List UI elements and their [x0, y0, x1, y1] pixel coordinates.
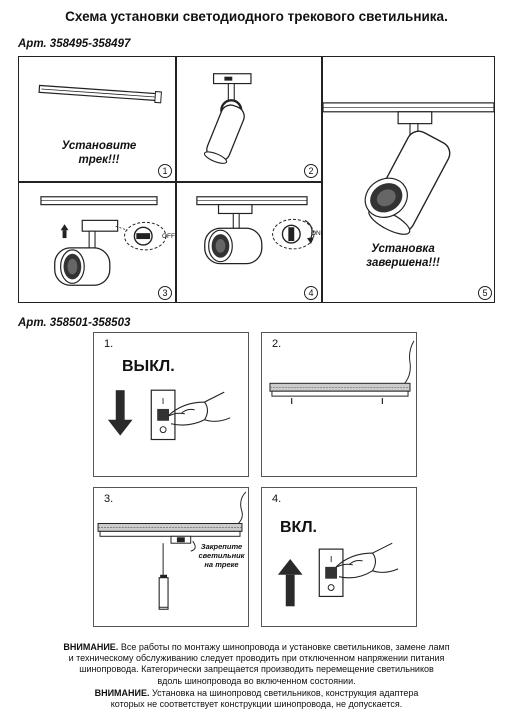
box-3-fix-luminaire: 3. Закрепите светильник на треке	[93, 487, 249, 627]
step-4-panel: ON 4	[176, 182, 322, 303]
svg-text:I: I	[162, 397, 164, 406]
off-position-illustration	[40, 196, 167, 286]
step-5-number: 5	[478, 286, 492, 300]
step-2-panel: 2	[176, 56, 322, 182]
off-switch-label: ВЫКЛ.	[122, 358, 175, 375]
adapter-illustration	[203, 73, 252, 164]
switch-on-illustration: I	[277, 542, 399, 607]
step-2-number: 2	[304, 164, 318, 178]
box-2-number: 2.	[272, 338, 282, 350]
fix-luminaire-note: Закрепите светильник на треке	[198, 542, 245, 569]
on-switch-label: ВКЛ.	[280, 519, 317, 536]
step-1-panel: Установите трек!!! 1	[18, 56, 176, 182]
box-2-track-mount: 2.	[261, 332, 417, 477]
warning-1: ВНИМАНИЕ. Все работы по монтажу шинопров…	[63, 642, 450, 686]
track-illustration	[38, 84, 162, 104]
step-3-panel: OFF 3	[18, 182, 176, 303]
step-1-number: 1	[158, 164, 172, 178]
luminaire-hanging-illustration	[97, 491, 247, 610]
on-position-illustration	[196, 196, 315, 265]
box-1-power-off: I 1. ВЫКЛ.	[93, 332, 249, 477]
on-label: ON	[311, 230, 321, 237]
switch-off-illustration: I	[107, 389, 231, 441]
step-1-caption: Установите трек!!!	[61, 140, 137, 166]
box-1-number: 1.	[104, 338, 114, 350]
step-4-number: 4	[304, 286, 318, 300]
off-label: OFF	[162, 233, 175, 240]
page-title: Схема установки светодиодного трекового …	[65, 9, 448, 24]
step-3-number: 3	[158, 286, 172, 300]
article-number-2: Арт. 358501-358503	[18, 317, 131, 329]
box-4-power-on: I 4. ВКЛ.	[261, 487, 417, 627]
step-5-panel: Установка завершена!!! 5	[322, 56, 495, 303]
track-mounted-illustration	[269, 340, 415, 405]
box-3-number: 3.	[104, 493, 114, 505]
warning-2: ВНИМАНИЕ. Установка на шинопровод светил…	[94, 688, 419, 710]
article-number-1: Арт. 358495-358497	[18, 38, 131, 50]
svg-text:I: I	[330, 555, 332, 564]
box-4-number: 4.	[272, 493, 282, 505]
step-5-caption: Установка завершена!!!	[366, 243, 440, 269]
installed-luminaire-illustration	[323, 102, 494, 235]
